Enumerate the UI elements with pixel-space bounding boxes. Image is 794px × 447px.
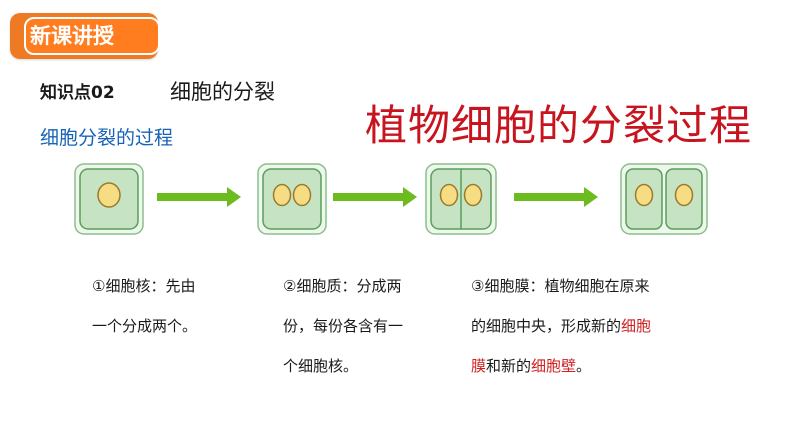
cytoplasm-description: ②细胞质：分成两 份，每份各含有一 个细胞核。 — [283, 266, 403, 386]
description-line: 份，每份各含有一 — [283, 317, 404, 335]
membrane-description: ③细胞膜：植物细胞在原来 的细胞中央，形成新的细胞 膜和新的细胞壁。 — [471, 266, 651, 386]
section-badge-frame — [24, 17, 160, 55]
description-line: 的细胞中央，形成新的细胞 — [471, 306, 651, 346]
description-line: ③细胞膜：植物细胞在原来 — [471, 277, 650, 295]
description-text: 。 — [576, 357, 592, 375]
page-title: 植物细胞的分裂过程 — [365, 101, 753, 150]
nucleus-description: ①细胞核：先由 一个分成两个。 — [92, 266, 197, 346]
plant-cell-stage-2-icon — [257, 163, 327, 235]
arrow-right-icon — [514, 187, 598, 207]
highlight-term: 细胞 — [621, 317, 652, 335]
description-line: ②细胞质：分成两 — [283, 277, 402, 295]
description-line: 一个分成两个。 — [92, 317, 198, 335]
highlight-term: 细胞壁 — [531, 357, 577, 375]
knowledge-point-title: 细胞的分裂 — [170, 80, 275, 104]
description-text: 和新的 — [486, 357, 532, 375]
description-line: 膜和新的细胞壁。 — [471, 346, 651, 386]
plant-cell-stage-4-icon — [620, 163, 708, 235]
arrow-right-icon — [157, 187, 241, 207]
plant-cell-stage-3-icon — [425, 163, 497, 235]
highlight-term: 膜 — [471, 357, 487, 375]
section-badge: 新课讲授 — [10, 13, 160, 59]
description-line: ①细胞核：先由 — [92, 277, 196, 295]
description-text: 的细胞中央，形成新的 — [471, 317, 622, 335]
arrow-right-icon — [333, 187, 417, 207]
description-line: 个细胞核。 — [283, 357, 359, 375]
section-badge-label: 新课讲授 — [30, 24, 114, 48]
plant-cell-stage-1-icon — [74, 163, 144, 235]
section-subtitle: 细胞分裂的过程 — [40, 127, 174, 149]
knowledge-point-label: 知识点02 — [40, 83, 115, 103]
